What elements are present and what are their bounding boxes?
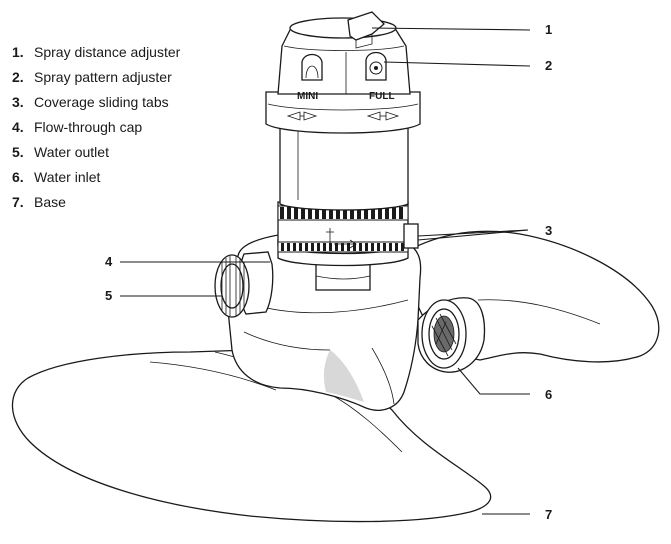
dial-label-mini: MINI: [297, 91, 318, 102]
legend-label: Flow-through cap: [34, 119, 143, 135]
legend-number: 3.: [12, 94, 24, 110]
flow-through-cap: [214, 251, 274, 318]
callout-4: 4: [105, 254, 113, 269]
base: [11, 230, 660, 523]
callout-1: 1: [545, 22, 552, 37]
callout-3: 3: [545, 223, 552, 238]
callout-7: 7: [545, 507, 552, 522]
spray-head: [277, 11, 411, 95]
legend-item: 6. Water inlet: [12, 169, 180, 194]
sliding-tab: [403, 223, 419, 249]
legend-label: Base: [34, 194, 66, 210]
legend-number: 4.: [12, 119, 24, 135]
legend-label: Water inlet: [34, 169, 101, 185]
legend-number: 1.: [12, 44, 24, 60]
water-inlet: [417, 297, 486, 373]
legend-number: 6.: [12, 169, 24, 185]
legend-item: 4. Flow-through cap: [12, 119, 180, 144]
legend-item: 2. Spray pattern adjuster: [12, 69, 180, 94]
legend-number: 2.: [12, 69, 24, 85]
legend-label: Spray pattern adjuster: [34, 69, 172, 85]
legend-item: 7. Base: [12, 194, 180, 219]
legend-label: Water outlet: [34, 144, 109, 160]
spray-pattern-ring: [265, 91, 421, 134]
parts-legend: 1. Spray distance adjuster 2. Spray patter…: [12, 44, 180, 219]
legend-item: 3. Coverage sliding tabs: [12, 94, 180, 119]
legend-item: 1. Spray distance adjuster: [12, 44, 180, 69]
legend-label: Spray distance adjuster: [34, 44, 181, 60]
dial-label-full: FULL: [369, 91, 395, 102]
legend-number: 5.: [12, 144, 24, 160]
legend-label: Coverage sliding tabs: [34, 94, 169, 110]
upper-cylinder: [279, 121, 409, 211]
callout-6: 6: [545, 387, 552, 402]
callout-2: 2: [545, 58, 552, 73]
callout-lines: [120, 27, 531, 515]
callout-5: 5: [105, 288, 112, 303]
legend-item: 5. Water outlet: [12, 144, 180, 169]
legend-number: 7.: [12, 194, 24, 210]
